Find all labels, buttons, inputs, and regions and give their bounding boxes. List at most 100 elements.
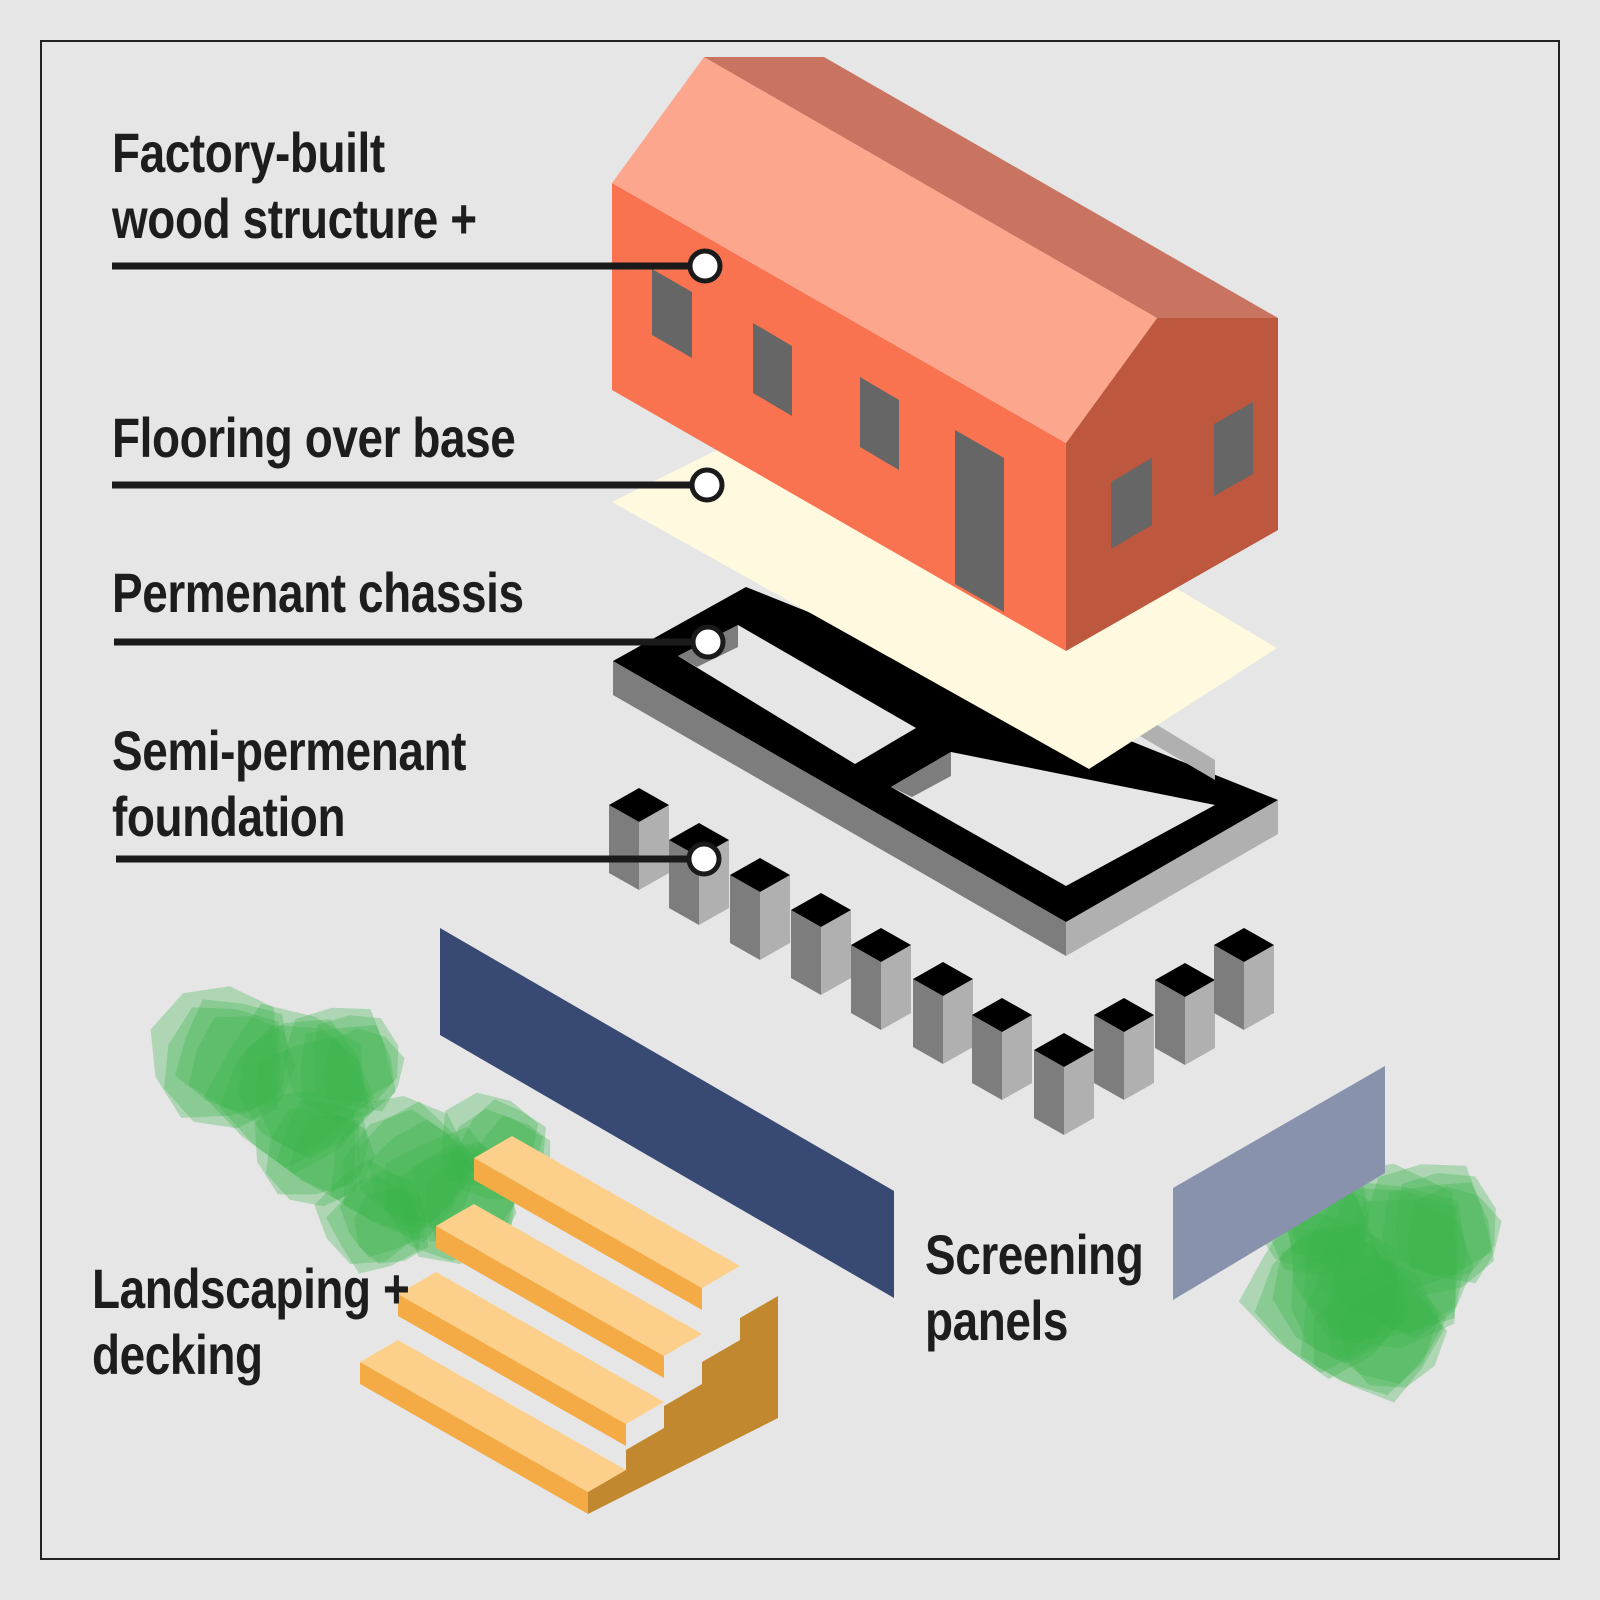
label-wood-structure-line1: Factory-built bbox=[112, 121, 385, 184]
pier-side-left bbox=[1214, 945, 1244, 1030]
foliage-blob bbox=[324, 1028, 405, 1112]
foliage-blob bbox=[289, 1115, 375, 1200]
foliage-blob bbox=[276, 1099, 369, 1193]
foliage-blob bbox=[1315, 1181, 1467, 1335]
foundation-piers bbox=[609, 788, 1274, 1135]
label-screening-line2: panels bbox=[925, 1289, 1069, 1352]
label-foundation: Semi-permenant foundation bbox=[112, 718, 466, 850]
step-tread bbox=[436, 1204, 702, 1356]
pier-side-right bbox=[821, 910, 851, 995]
foliage-blob bbox=[330, 1096, 469, 1235]
label-chassis: Permenant chassis bbox=[112, 560, 524, 626]
pier-side-right bbox=[1244, 945, 1274, 1030]
pier-top bbox=[1155, 963, 1215, 997]
leader-dot-chassis bbox=[690, 624, 726, 660]
step-tread bbox=[360, 1340, 626, 1492]
foundation-pier bbox=[1214, 928, 1274, 1030]
label-wood-structure: Factory-built wood structure + bbox=[112, 120, 477, 252]
foundation-pier bbox=[913, 962, 973, 1064]
screening-panel-dark bbox=[440, 928, 894, 1298]
window-5 bbox=[1214, 402, 1253, 496]
foliage-blob bbox=[357, 1101, 477, 1224]
pier-side-right bbox=[639, 805, 669, 890]
decking-steps bbox=[360, 1136, 778, 1514]
foliage-blob bbox=[312, 1015, 399, 1103]
label-flooring: Flooring over base bbox=[112, 405, 516, 471]
label-foundation-line1: Semi-permenant bbox=[112, 719, 467, 782]
step-riser bbox=[360, 1362, 588, 1514]
label-flooring-line1: Flooring over base bbox=[112, 406, 516, 469]
foundation-pier bbox=[730, 858, 790, 960]
pier-side-left bbox=[791, 910, 821, 995]
pier-side-left bbox=[730, 875, 760, 960]
foliage-blob bbox=[1408, 1186, 1502, 1284]
foliage-blob bbox=[1364, 1164, 1493, 1289]
door bbox=[955, 430, 1004, 612]
chassis-side-end bbox=[1066, 800, 1278, 956]
foliage-blob bbox=[256, 1036, 375, 1159]
diagram-frame bbox=[40, 40, 1560, 1560]
foundation-pier bbox=[972, 998, 1032, 1100]
foliage-blob bbox=[339, 1170, 425, 1258]
foliage-blob bbox=[326, 1176, 421, 1274]
pier-top bbox=[791, 893, 851, 927]
foliage-blob bbox=[1382, 1182, 1494, 1296]
label-screening: Screening panels bbox=[925, 1222, 1144, 1354]
label-foundation-line2: foundation bbox=[112, 785, 346, 848]
pier-top bbox=[1034, 1033, 1094, 1067]
leader-dot-wood-structure bbox=[687, 248, 723, 284]
window-1 bbox=[652, 269, 692, 358]
leader-dot-flooring bbox=[689, 467, 725, 503]
pier-side-left bbox=[913, 979, 943, 1064]
window-2 bbox=[753, 323, 792, 416]
foundation-pier bbox=[1155, 963, 1215, 1065]
foliage-blob bbox=[1238, 1208, 1399, 1374]
foundation-pier bbox=[791, 893, 851, 995]
pier-side-right bbox=[881, 945, 911, 1030]
pier-top bbox=[913, 962, 973, 996]
step-riser bbox=[436, 1226, 664, 1378]
foundation-pier bbox=[1094, 998, 1154, 1100]
foliage-blob bbox=[1272, 1224, 1409, 1361]
foliage-blob bbox=[314, 1159, 420, 1265]
pier-side-right bbox=[943, 979, 973, 1064]
pier-top bbox=[1094, 998, 1154, 1032]
pier-top bbox=[609, 788, 669, 822]
foliage-blob bbox=[300, 1025, 396, 1123]
foliage-blob bbox=[175, 999, 289, 1115]
house-roof-front bbox=[612, 57, 1157, 443]
pier-top bbox=[730, 858, 790, 892]
foliage-blob bbox=[1396, 1173, 1496, 1275]
house-wall-end bbox=[1066, 318, 1278, 651]
pier-side-left bbox=[1094, 1015, 1124, 1100]
foundation-pier bbox=[851, 928, 911, 1030]
window-4 bbox=[1111, 458, 1152, 549]
label-wood-structure-line2: wood structure + bbox=[112, 187, 477, 250]
step-riser bbox=[398, 1294, 626, 1446]
label-landscaping-line1: Landscaping + bbox=[92, 1257, 410, 1320]
pier-side-right bbox=[760, 875, 790, 960]
screening-panel-light bbox=[1173, 1066, 1385, 1300]
leader-lines bbox=[112, 248, 726, 877]
pier-side-left bbox=[609, 805, 639, 890]
foliage-blob bbox=[1254, 1229, 1405, 1380]
step-tread bbox=[398, 1272, 664, 1424]
pier-side-right bbox=[1124, 1015, 1154, 1100]
step-riser bbox=[474, 1158, 702, 1310]
leader-dot-foundation bbox=[686, 841, 722, 877]
label-landscaping: Landscaping + decking bbox=[92, 1256, 410, 1388]
house-windows bbox=[652, 269, 1253, 612]
foliage-blob bbox=[203, 1003, 364, 1169]
window-3 bbox=[860, 377, 899, 470]
foliage-blob bbox=[1291, 1241, 1410, 1364]
house-roof-back bbox=[704, 57, 1278, 318]
foliage-blob bbox=[254, 1090, 356, 1195]
foliage-blob bbox=[343, 1109, 475, 1243]
foliage-blob bbox=[283, 1007, 394, 1115]
foliage-blob bbox=[265, 1108, 360, 1207]
pier-top bbox=[972, 998, 1032, 1032]
pier-side-left bbox=[851, 945, 881, 1030]
step-tread bbox=[474, 1136, 740, 1288]
pier-side-right bbox=[1064, 1050, 1094, 1135]
